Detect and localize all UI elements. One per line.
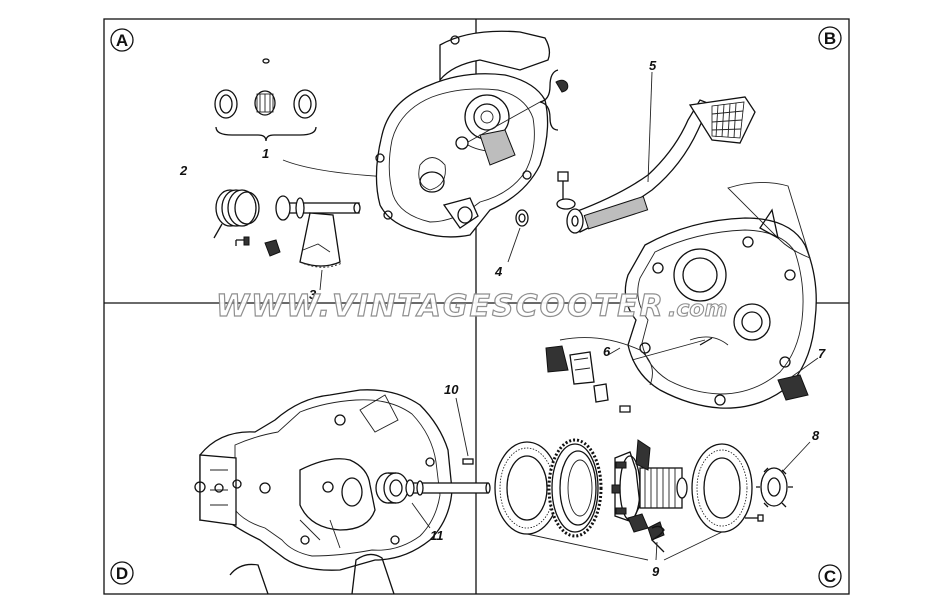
friction-disc-left (494, 441, 560, 535)
callout-3: 3 (309, 287, 317, 302)
crankcase-half (624, 182, 819, 409)
kickstart-shaft (275, 195, 361, 268)
quadrant-letter-c: C (824, 567, 836, 586)
quadrant-badge-d: D (110, 561, 134, 585)
clutch-gear (547, 438, 603, 538)
selector-parts (545, 337, 706, 413)
kick-pedal-tread (711, 101, 745, 139)
output-shaft-assembly (375, 397, 491, 529)
watermark-tld: .com (668, 297, 727, 322)
callout-9: 9 (652, 564, 660, 579)
callout-5: 5 (649, 58, 657, 73)
friction-disc-right (691, 443, 753, 533)
kickstart-lever-group (467, 69, 756, 263)
callout-6: 6 (603, 344, 611, 359)
coil-spring (213, 189, 260, 239)
callout-1: 1 (262, 146, 269, 161)
clutch-hub (611, 439, 688, 541)
engine-casing-group (194, 389, 453, 595)
callout-8: 8 (812, 428, 820, 443)
watermark-text: WWW.VINTAGESCOOTER (216, 289, 665, 324)
quadrant-letter-b: B (824, 29, 836, 48)
castle-nut (756, 441, 811, 508)
callout-2: 2 (179, 163, 188, 178)
callout-labels: 1 2 3 4 5 6 7 8 9 10 11 (179, 58, 826, 579)
clutch-assembly (494, 438, 811, 561)
callout-10: 10 (444, 382, 459, 397)
quadrant-badge-b: B (818, 26, 842, 50)
quadrant-letter-a: A (116, 31, 128, 50)
callout-4: 4 (494, 264, 503, 279)
quadrant-letter-d: D (116, 564, 128, 583)
watermark: WWW.VINTAGESCOOTER .com (215, 288, 728, 324)
quadrant-badge-a: A (110, 28, 134, 52)
callout-7: 7 (818, 346, 826, 361)
crankcase-cover (375, 30, 551, 238)
quadrant-badge-c: C (818, 564, 842, 588)
kickstart-assembly (213, 58, 416, 291)
callout-11: 11 (430, 528, 444, 543)
